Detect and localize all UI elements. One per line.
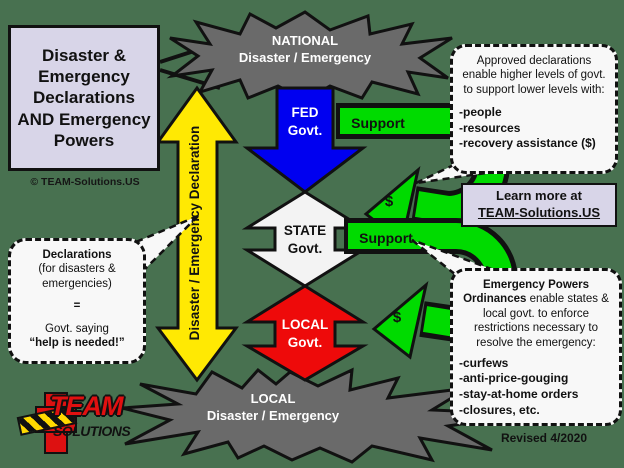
national-line2: Disaster / Emergency [238,49,372,65]
fed-line2: Govt. [287,122,323,138]
fed-govt-label: FED Govt. [247,104,363,139]
powers-items: -curfews -anti-price-gouging -stay-at-ho… [459,356,613,418]
logo-solutions-text: SOLUTIONS [53,423,131,439]
fed-line1: FED [291,105,319,120]
approved-paragraph: Approved declarations enable higher leve… [462,55,606,96]
page-title: Disaster & Emergency Declarations AND Em… [8,25,160,171]
state-line1: STATE [283,223,327,238]
team-solutions-link[interactable]: TEAM-Solutions.US [477,205,601,220]
local-star-line1: LOCAL [250,391,296,406]
national-starburst-label: NATIONAL Disaster / Emergency [213,33,397,67]
local-starburst-label: LOCAL Disaster / Emergency [178,391,368,425]
local-arrow [241,284,369,382]
state-line2: Govt. [287,240,323,256]
team-solutions-logo: TEAM SOLUTIONS [16,386,132,466]
local-line2: Govt. [287,334,323,350]
fed-arrow [242,86,368,194]
equals-sign: = [73,300,81,313]
powers-item-price: -anti-price-gouging [459,371,569,386]
approved-declarations-bubble: Approved declarations enable higher leve… [450,44,618,174]
approved-item-people: -people [459,105,502,120]
local-star-line2: Disaster / Emergency [206,407,340,423]
support-arrowhead-bottom [371,280,429,360]
declarations-quote: “help is needed!” [29,336,125,349]
powers-item-stayhome: -stay-at-home orders [459,387,579,402]
dollar-top-label: $ [384,193,394,210]
revised-date: Revised 4/2020 [500,431,588,445]
declarations-heading: Declarations [42,249,112,261]
powers-lead-rest: enable states & local govt. to enforce r… [474,293,609,349]
powers-lead-bold: Emergency Powers Ordinances [463,279,590,306]
learn-more-box[interactable]: Learn more at TEAM-Solutions.US [461,183,617,227]
logo-team-text: TEAM [50,391,123,421]
state-govt-label: STATE Govt. [247,222,363,257]
national-line1: NATIONAL [271,33,339,48]
declaration-arrow-label: Disaster / Emergency Declaration [187,125,202,341]
powers-item-curfews: -curfews [459,355,509,370]
emergency-powers-bubble: Emergency Powers Ordinances enable state… [450,268,622,426]
approved-items: -people -resources -recovery assistance … [459,105,609,152]
declarations-line1: Govt. saying [45,322,109,335]
learn-more-line1: Learn more at [496,188,582,204]
support-top-label: Support [351,115,405,131]
declarations-bubble: Declarations (for disasters & emergencie… [8,238,146,364]
title-text: Disaster & Emergency Declarations AND Em… [17,46,151,150]
support-bottom-label: Support [359,230,413,246]
approved-item-recovery: -recovery assistance ($) [459,136,596,151]
declaration-arrow [155,85,239,383]
local-starburst [121,367,529,464]
dollar-bottom-label: $ [392,309,402,326]
powers-paragraph: Emergency Powers Ordinances enable state… [459,278,613,350]
copyright-text: © TEAM-Solutions.US [30,176,140,188]
local-line1: LOCAL [281,317,329,332]
declarations-subheading: (for disasters & emergencies) [38,263,116,290]
powers-item-closures: -closures, etc. [459,402,540,417]
local-govt-label: LOCAL Govt. [247,316,363,351]
approved-item-resources: -resources [459,120,521,135]
